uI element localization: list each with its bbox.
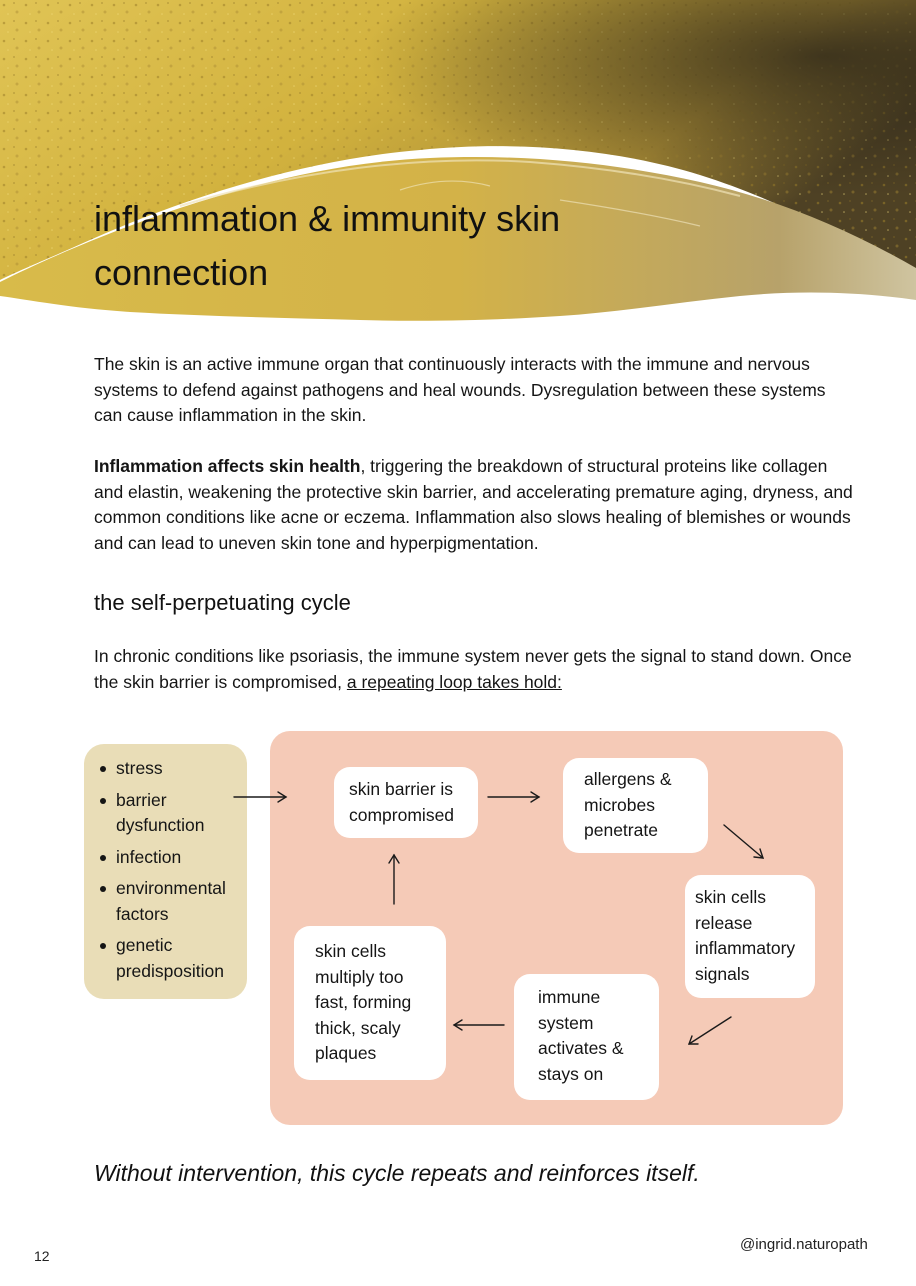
cycle-step-cells-multiply: skin cells multiply too fast, forming th… <box>294 926 446 1080</box>
cycle-step-barrier-compromised: skin barrier is compromised <box>334 767 478 838</box>
trigger-label: barrier dysfunction <box>116 789 205 836</box>
cycle-step-label: skin barrier is compromised <box>349 779 455 825</box>
page-title: inflammation & immunity skin connection <box>94 198 561 293</box>
cycle-intro-underlined: a repeating loop takes hold: <box>346 671 562 692</box>
cycle-step-label: immune system activates & stays on <box>538 987 624 1084</box>
bullet-icon <box>100 854 106 861</box>
cycle-step-label: allergens & microbes penetrate <box>584 769 672 840</box>
cycle-step-immune-activates: immune system activates & stays on <box>514 974 659 1100</box>
trigger-item: infection <box>96 845 241 871</box>
effects-bold-lead: Inflammation affects skin health <box>94 456 361 476</box>
cycle-step-inflammatory-signals: skin cells release inflammatory signals <box>685 875 815 998</box>
trigger-item: barrier dysfunction <box>96 788 241 839</box>
cycle-step-label: skin cells release inflammatory signals <box>695 887 796 984</box>
bullet-icon <box>100 943 106 949</box>
bullet-icon <box>100 886 106 892</box>
trigger-label: infection <box>116 846 182 867</box>
cycle-intro-text: In chronic conditions like psoriasis, th… <box>94 646 852 692</box>
page-number: 12 <box>34 1248 50 1264</box>
hero-citrus-image <box>0 0 916 340</box>
effects-paragraph: Inflammation affects skin health, trigge… <box>94 454 854 556</box>
trigger-item: genetic predisposition <box>96 933 241 984</box>
cycle-intro-paragraph: In chronic conditions like psoriasis, th… <box>94 644 854 695</box>
closing-statement: Without intervention, this cycle repeats… <box>94 1160 700 1186</box>
effects-body: , triggering the breakdown of structural… <box>94 456 853 553</box>
trigger-item: environmental factors <box>96 876 241 927</box>
intro-paragraph: The skin is an active immune organ that … <box>94 354 826 425</box>
trigger-label: stress <box>116 758 163 778</box>
author-handle: @ingrid.naturopath <box>740 1236 868 1253</box>
cycle-step-allergens-penetrate: allergens & microbes penetrate <box>563 758 708 853</box>
bullet-icon <box>100 797 106 804</box>
triggers-list: stress barrier dysfunction infection env… <box>84 744 247 984</box>
bullet-icon <box>100 766 106 772</box>
trigger-label: genetic predisposition <box>116 935 224 981</box>
trigger-item: stress <box>96 756 241 782</box>
cycle-step-label: skin cells multiply too fast, forming th… <box>315 941 412 1063</box>
cycle-heading: the self-perpetuating cycle <box>94 590 351 615</box>
triggers-panel: stress barrier dysfunction infection env… <box>84 744 247 999</box>
trigger-label: environmental factors <box>116 878 226 924</box>
